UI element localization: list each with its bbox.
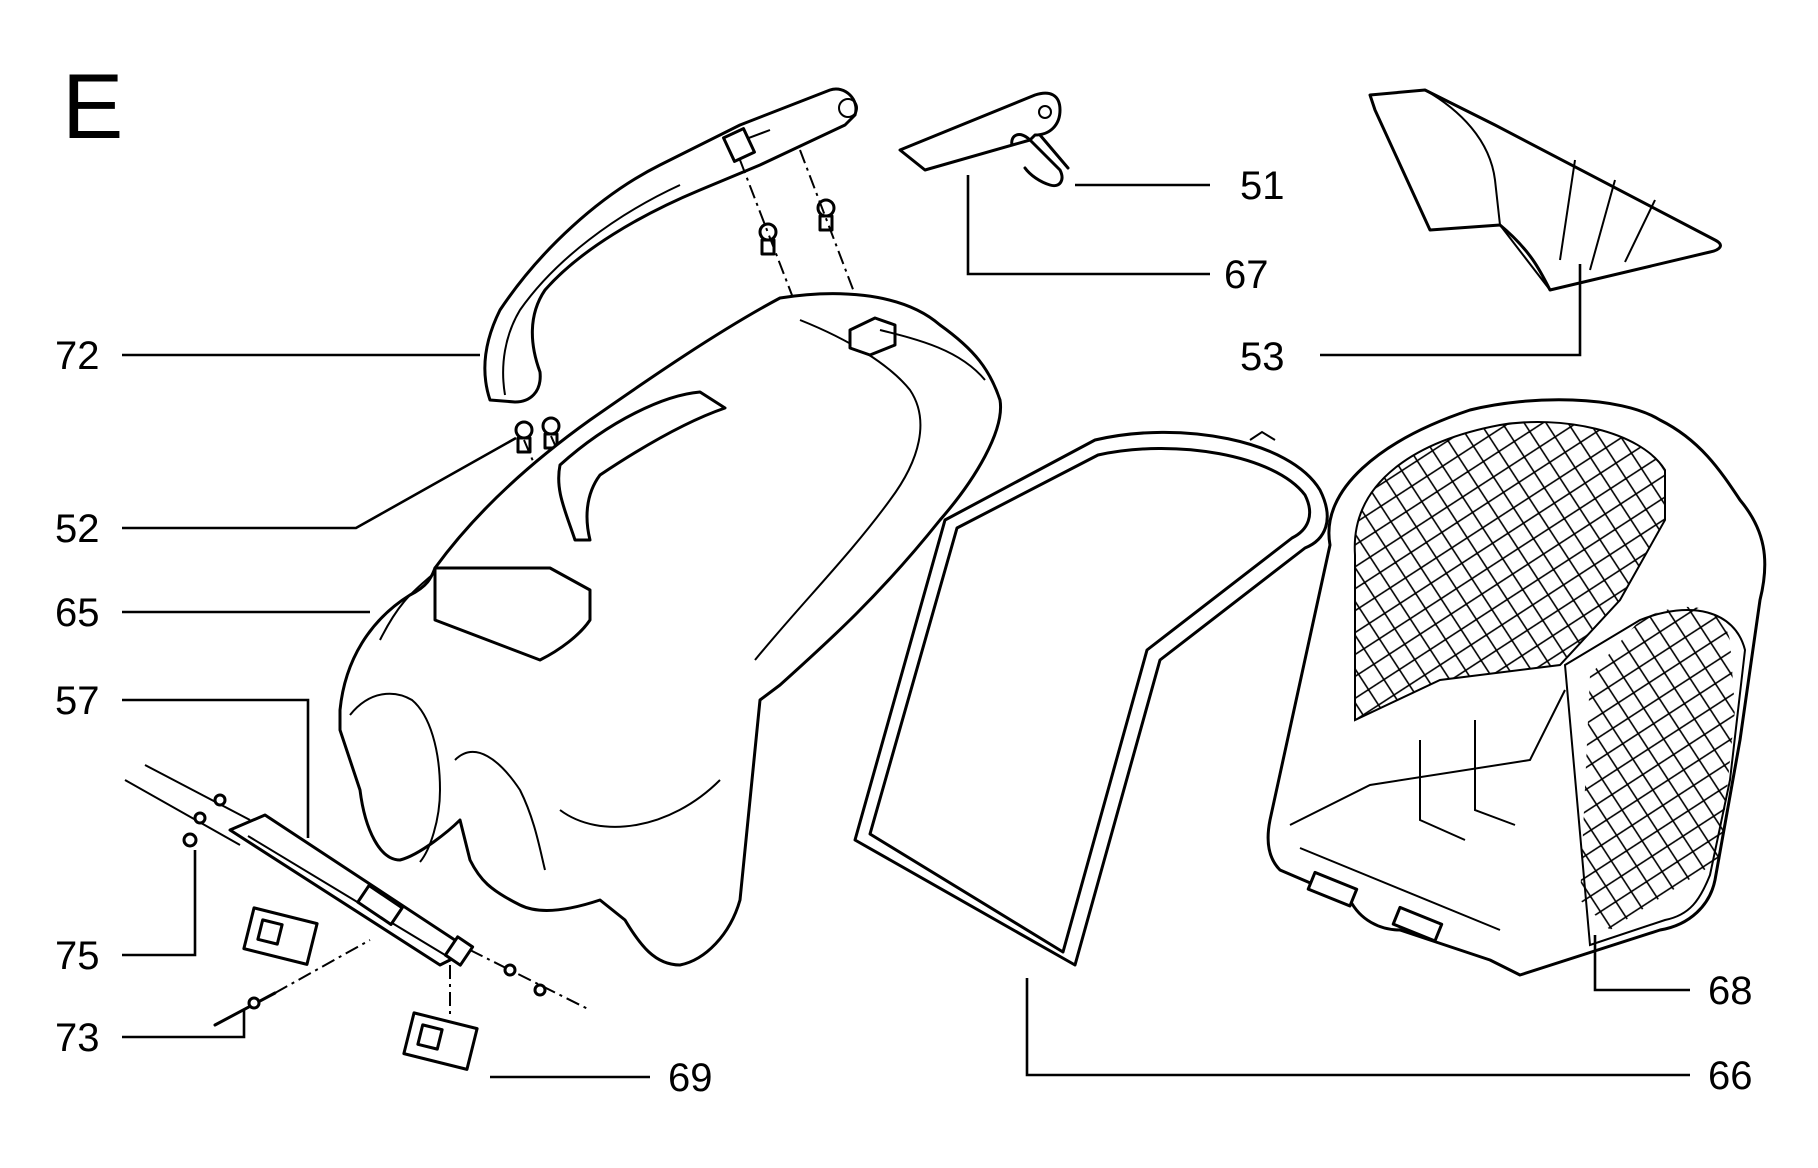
bracket-part-57 bbox=[124, 764, 591, 1011]
hook-part-67 bbox=[898, 91, 1062, 172]
leader-66 bbox=[1025, 978, 1690, 1077]
grass-bag-part-68 bbox=[1266, 398, 1767, 977]
section-letter: E bbox=[62, 56, 123, 158]
leader-53 bbox=[1320, 264, 1582, 357]
callout-66: 66 bbox=[1708, 1054, 1753, 1098]
callout-73: 73 bbox=[55, 1016, 100, 1060]
callout-52: 52 bbox=[55, 507, 100, 551]
grass-catcher-cover-part-65 bbox=[338, 292, 1003, 967]
leader-73 bbox=[122, 1010, 246, 1039]
rear-flap-part-53 bbox=[1368, 88, 1722, 292]
callout-75: 75 bbox=[55, 934, 100, 978]
callout-68: 68 bbox=[1708, 969, 1753, 1013]
callout-67: 67 bbox=[1224, 253, 1269, 297]
callout-69: 69 bbox=[668, 1056, 713, 1100]
leader-68 bbox=[1593, 935, 1690, 992]
leader-57 bbox=[122, 698, 310, 838]
callout-51: 51 bbox=[1240, 164, 1285, 208]
spring-part-51 bbox=[1010, 133, 1070, 188]
callout-72: 72 bbox=[55, 334, 100, 378]
callout-53: 53 bbox=[1240, 335, 1285, 379]
clip-part-69 bbox=[242, 906, 479, 1071]
screw-part-73 bbox=[213, 939, 371, 1027]
leader-52 bbox=[122, 436, 517, 530]
callout-57: 57 bbox=[55, 679, 100, 723]
frame-part-66 bbox=[853, 430, 1329, 967]
leader-67 bbox=[966, 175, 1210, 276]
handle-part-72 bbox=[483, 87, 858, 404]
leader-75 bbox=[122, 850, 197, 957]
callout-65: 65 bbox=[55, 591, 100, 635]
